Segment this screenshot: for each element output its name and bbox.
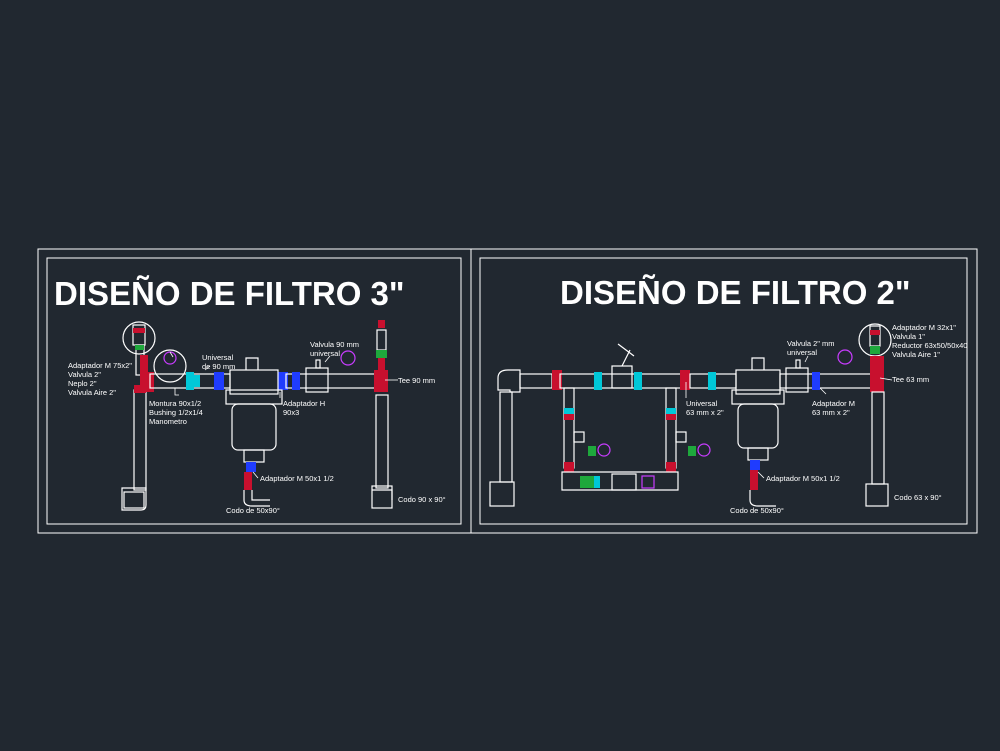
label-adaptador-h-2: 90x3 <box>283 408 299 417</box>
label-montura: Montura 90x1/2 <box>149 399 201 408</box>
left-title: DISEÑO DE FILTRO 3" <box>54 275 405 312</box>
label-valvula-1: Valvula 1" <box>892 332 925 341</box>
label-adaptador-h-1: Adaptador H <box>283 399 325 408</box>
label-valvula-2mm-1: Valvula 2" mm <box>787 339 835 348</box>
label-universal-1: Universal <box>202 353 234 362</box>
label-adaptador-m-75: Adaptador M 75x2" <box>68 361 132 370</box>
right-intake-pipe <box>489 369 553 507</box>
label-codo-90: Codo 90 x 90° <box>398 495 446 504</box>
label-adaptador-m-63-1: Adaptador M <box>812 399 855 408</box>
label-codo-50: Codo de 50x90° <box>226 506 280 515</box>
label-valvula-aire-1: Valvula Aire 1" <box>892 350 940 359</box>
label-reductor: Reductor 63x50/50x40 <box>892 341 967 350</box>
label-universal-63-2: 63 mm x 2" <box>686 408 724 417</box>
label-codo-63: Codo 63 x 90° <box>894 493 942 502</box>
label-valvula-90-2: universal <box>310 349 340 358</box>
right-inner-frame <box>479 257 968 525</box>
left-leaders <box>174 355 398 479</box>
label-codo-50-right: Codo de 50x90° <box>730 506 784 515</box>
label-valvula-90-1: Valvula 90 mm <box>310 340 359 349</box>
right-outer-frame <box>470 248 978 534</box>
label-adaptador-m-63-2: 63 mm x 2" <box>812 408 850 417</box>
label-valvula-aire-2: Valvula Aire 2" <box>68 388 116 397</box>
right-title: DISEÑO DE FILTRO 2" <box>560 274 911 311</box>
label-adaptador-m-32: Adaptador M 32x1" <box>892 323 956 332</box>
label-manometro: Manometro <box>149 417 187 426</box>
right-filter-body <box>689 357 785 507</box>
label-tee-63: Tee 63 mm <box>892 375 929 384</box>
air-valve-circle <box>122 321 156 355</box>
label-neplo-2: Neplo 2" <box>68 379 97 388</box>
right-outlet <box>779 323 892 507</box>
label-universal-63-1: Universal <box>686 399 718 408</box>
label-valvula-2: Valvula 2" <box>68 370 101 379</box>
pressure-gauge-circle <box>153 349 187 383</box>
label-adaptador-m-50: Adaptador M 50x1 1/2 <box>260 474 334 483</box>
label-tee-90: Tee 90 mm <box>398 376 435 385</box>
left-outlet-pipe <box>371 320 393 509</box>
label-bushing: Bushing 1/2x1/4 <box>149 408 203 417</box>
label-valvula-2mm-2: universal <box>787 348 817 357</box>
left-inner-frame <box>46 257 462 525</box>
right-leaders <box>685 355 893 479</box>
left-panel: DISEÑO DE FILTRO 3" <box>37 248 472 534</box>
left-filter-body <box>225 357 283 507</box>
left-main-line <box>140 350 388 393</box>
label-adaptador-m-50-right: Adaptador M 50x1 1/2 <box>766 474 840 483</box>
bypass-manifold <box>552 343 711 491</box>
right-panel: DISEÑO DE FILTRO 2" <box>470 248 978 534</box>
label-universal-2: de 90 mm <box>202 362 235 371</box>
